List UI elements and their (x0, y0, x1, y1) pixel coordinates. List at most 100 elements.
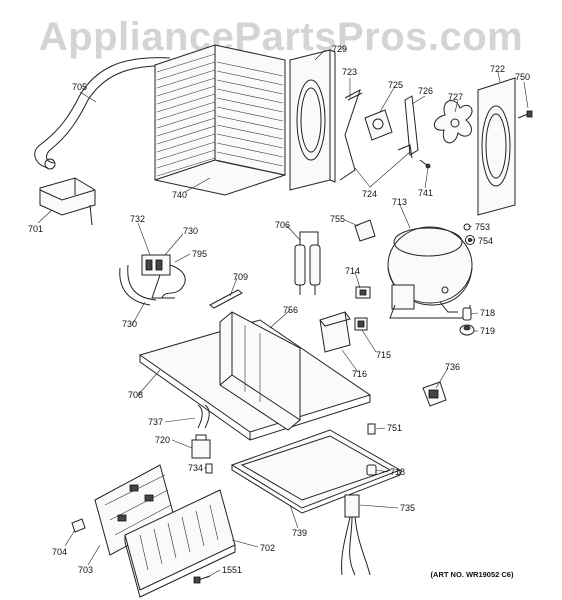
part-714-relay[interactable] (355, 286, 371, 299)
leader-lines (37, 49, 529, 579)
part-716-overload[interactable] (319, 311, 351, 353)
callout-727[interactable]: 727 (448, 92, 463, 102)
callout-730b[interactable]: 730 (122, 319, 137, 329)
callout-704[interactable]: 704 (52, 547, 67, 557)
cover-vent-slot (195, 510, 205, 547)
callout-708[interactable]: 708 (128, 390, 143, 400)
callout-706[interactable]: 706 (275, 220, 290, 230)
part-718-sleeve[interactable] (462, 307, 472, 321)
part-723-fan-bracket[interactable] (339, 88, 363, 181)
callout-716[interactable]: 716 (352, 369, 367, 379)
cover-vent-slot (167, 522, 177, 559)
part-741-screw[interactable] (419, 159, 431, 169)
callout-722[interactable]: 722 (490, 64, 505, 74)
callout-709[interactable]: 709 (233, 272, 248, 282)
coil-fin-line (156, 149, 216, 169)
callout-729[interactable]: 729 (332, 44, 347, 54)
part-740-evaporator-coil[interactable] (154, 44, 286, 196)
part-722-fan-shroud[interactable] (477, 77, 516, 216)
callout-740[interactable]: 740 (172, 190, 187, 200)
coil-fin-line (156, 85, 216, 105)
part-718b-sleeve[interactable] (366, 464, 377, 476)
part-737-wire[interactable] (197, 404, 210, 429)
coil-tube-line (216, 160, 284, 176)
part-701-bracket[interactable] (39, 177, 96, 226)
coil-fin-line (156, 157, 216, 177)
callout-795[interactable]: 795 (192, 249, 207, 259)
part-702-board-cover[interactable] (124, 489, 236, 598)
coil-fin-line (156, 53, 216, 73)
part-725-fan-motor[interactable] (364, 109, 393, 141)
callout-732[interactable]: 732 (130, 214, 145, 224)
part-732-harness[interactable] (119, 254, 186, 306)
part-706-drier[interactable] (294, 231, 321, 295)
callout-724[interactable]: 724 (362, 189, 377, 199)
coil-fin-line (156, 109, 216, 129)
part-720-box[interactable] (191, 434, 211, 459)
callout-736[interactable]: 736 (445, 362, 460, 372)
part-709-strip[interactable] (209, 289, 243, 309)
part-755-clip[interactable] (354, 219, 376, 242)
callout-720[interactable]: 720 (155, 435, 170, 445)
callout-750[interactable]: 750 (515, 72, 530, 82)
coil-tube-line (216, 79, 284, 95)
coil-fin-line (156, 141, 216, 161)
callout-734[interactable]: 734 (188, 463, 203, 473)
part-756-partition[interactable] (219, 311, 301, 431)
coil-fin-line (156, 133, 216, 153)
coil-tube-line (216, 88, 284, 104)
coil-tube-line (216, 133, 284, 149)
callout-751[interactable]: 751 (387, 423, 402, 433)
callout-714[interactable]: 714 (345, 266, 360, 276)
coil-tube-line (216, 106, 284, 122)
callout-705[interactable]: 705 (72, 82, 87, 92)
cover-vent-slot (139, 534, 149, 571)
part-735-power-cord[interactable] (341, 494, 371, 576)
callout-715[interactable]: 715 (376, 350, 391, 360)
coil-tube-line (216, 142, 284, 158)
part-729-fan-shroud[interactable] (289, 49, 336, 191)
callout-701[interactable]: 701 (28, 224, 43, 234)
part-713-compressor[interactable] (387, 226, 473, 319)
callout-730a[interactable]: 730 (183, 226, 198, 236)
callout-755[interactable]: 755 (330, 214, 345, 224)
callout-753[interactable]: 753 (475, 222, 490, 232)
coil-fin-line (156, 117, 216, 137)
callout-741[interactable]: 741 (418, 188, 433, 198)
coil-fin-line (156, 69, 216, 89)
callout-713[interactable]: 713 (392, 197, 407, 207)
callout-737[interactable]: 737 (148, 417, 163, 427)
watermark-text: AppliancePartsPros.com (39, 15, 524, 59)
part-736-switch[interactable] (422, 381, 447, 407)
callout-725[interactable]: 725 (388, 80, 403, 90)
callout-718b[interactable]: 718 (390, 467, 405, 477)
coil-tube-line (216, 115, 284, 131)
callout-756[interactable]: 756 (283, 305, 298, 315)
cover-vent-slot (181, 516, 191, 553)
callout-739[interactable]: 739 (292, 528, 307, 538)
part-750-screw[interactable] (517, 110, 533, 119)
part-704-clip[interactable] (71, 518, 86, 533)
part-751-screw[interactable] (367, 423, 376, 435)
part-726-motor-bracket[interactable] (397, 95, 419, 159)
part-734-screw[interactable] (205, 463, 213, 474)
cover-vent-slot (153, 528, 163, 565)
callout-718a[interactable]: 718 (480, 308, 495, 318)
part-715-connector[interactable] (354, 317, 368, 331)
callout-702[interactable]: 702 (260, 543, 275, 553)
callout-719[interactable]: 719 (480, 326, 495, 336)
callout-735[interactable]: 735 (400, 503, 415, 513)
coil-fin-line (156, 61, 216, 81)
part-705-suction-tube[interactable] (34, 57, 171, 170)
callout-labels: 705 729 723 725 726 727 722 750 740 724 … (28, 44, 530, 575)
part-719-grommet[interactable] (459, 324, 475, 336)
part-727-fan-blade[interactable] (433, 100, 473, 144)
part-739-drain-pan[interactable] (230, 429, 402, 514)
part-753-clip[interactable] (463, 223, 471, 231)
callout-754[interactable]: 754 (478, 236, 493, 246)
callout-726[interactable]: 726 (418, 86, 433, 96)
callout-723[interactable]: 723 (342, 67, 357, 77)
callout-703[interactable]: 703 (78, 565, 93, 575)
coil-tube-line (216, 97, 284, 113)
callout-1551[interactable]: 1551 (222, 565, 242, 575)
